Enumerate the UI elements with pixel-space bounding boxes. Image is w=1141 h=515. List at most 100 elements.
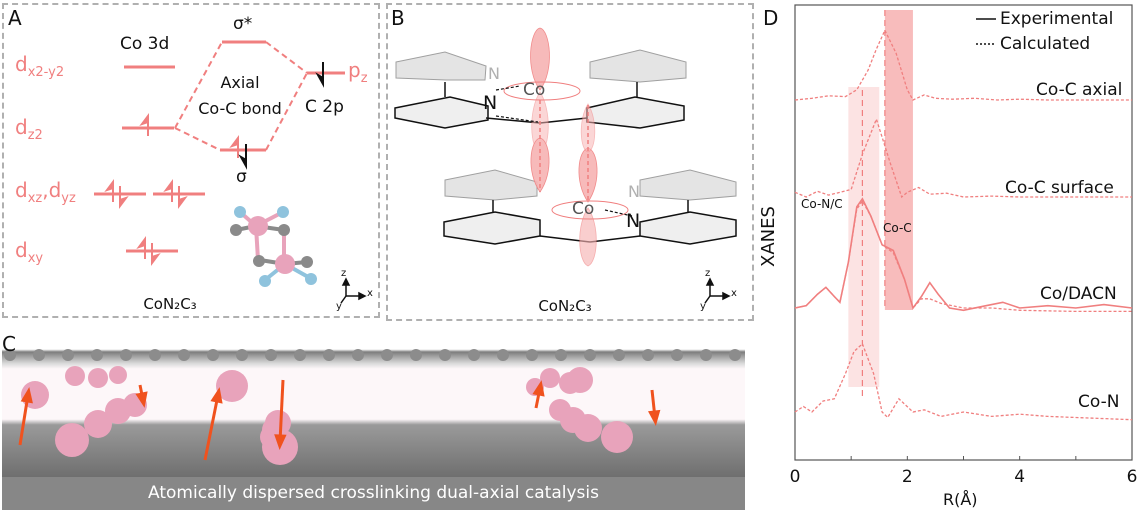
axis-y-label: y [700,301,706,312]
panel-c-label: C [2,332,16,356]
atom-n-top: N [483,92,498,114]
carbon-atom [642,349,654,361]
orbital-structure-diagram [394,27,737,304]
axes-triad-icon [704,277,731,304]
gray-ring [639,169,737,201]
panel-c-atoms [4,349,741,465]
cobalt-atom [88,368,108,388]
n-atom [305,273,317,285]
carbon-atom [207,349,219,361]
atom-co-top: Co [523,80,546,100]
dz2-torus [551,200,629,220]
carbon-atom [700,349,712,361]
orbital-label-dz2: dz2 [15,115,43,143]
c-atom [230,224,242,236]
bond-label-line2: Co-C bond [198,99,282,118]
c-atom [301,256,313,268]
carbon-atom [584,349,596,361]
carbon-atom [352,349,364,361]
axis-x-label: x [731,288,737,299]
atom-n-gray-top: N [488,64,500,83]
c-atom [253,255,265,267]
spin-arrowhead [648,409,661,426]
carbon-atom [497,349,509,361]
co-atom [248,216,268,236]
spin-arrowhead [135,391,148,408]
axis-z-label: z [705,268,711,279]
series-label-co-dacn: Co/DACN [1040,284,1117,304]
series-label-co-c-axial: Co-C axial [1036,80,1123,100]
panel-b-label: B [391,6,405,30]
legend-experimental: Experimental [1000,9,1114,29]
atom-n-gray-bottom: N [628,182,640,201]
carbon-atom [62,349,74,361]
series-label-co-c-surface: Co-C surface [1005,178,1114,198]
cobalt-atom [567,367,593,393]
n-atom [277,206,289,218]
benzene-ring [394,96,489,129]
gray-ring [395,51,487,81]
n-atom [234,206,246,218]
sigma-label: σ [236,167,247,187]
panel-d-label: D [763,6,779,30]
cobalt-atom [601,421,633,453]
x-tick-label: 2 [902,467,913,487]
cobalt-atom [265,410,291,436]
carbon-atom [468,349,480,361]
cobalt-atom [574,414,602,442]
connector [174,41,223,129]
carbon-atom [526,349,538,361]
carbon-atom [381,349,393,361]
chart-xlabel: R(Å) [943,490,978,509]
gray-ring [444,169,538,201]
cobalt-atom [84,410,112,438]
carbon-atom [4,349,16,361]
panel-b-frame [386,3,754,321]
bond-label-line1: Axial [220,73,260,92]
carbon-atom [91,349,103,361]
cobalt-atom [540,368,560,388]
x-tick-label: 4 [1014,467,1025,487]
formula-a: CoN₂C₃ [143,295,197,313]
orbital-label-pz: pz [348,58,368,86]
panel-a-label: A [8,6,22,30]
spin-arrowhead [532,380,545,397]
panel-a-frame [2,3,380,318]
n-atom [259,275,271,287]
electron-pair-dyz [163,179,188,209]
electron-pair-dxz [104,179,129,209]
carbon-atom [555,349,567,361]
x-tick-label: 6 [1127,467,1138,487]
cobalt-atom [65,366,85,386]
series-label-co-n: Co-N [1078,392,1120,412]
connector [265,72,308,151]
cobalt-atom [55,423,89,457]
carbon-atom [729,349,741,361]
cobalt-atom [216,370,248,402]
con2c3-cluster-model [230,206,317,287]
spin-arrow [203,394,220,461]
carbon-atom [613,349,625,361]
orbital-label-dxy: dxy [15,238,44,266]
band-label-co-n-c: Co-N/C [801,197,843,211]
axis-y-label: y [336,301,342,312]
chart-ylabel: XANES [757,206,779,267]
series-line-co-c-axial-calculated [794,28,1132,101]
electron-pair-dxy [136,236,161,266]
connector [265,41,308,74]
formula-b: CoN₂C₃ [538,297,592,315]
axis-z-label: z [341,268,347,279]
carbon-atom [294,349,306,361]
carbon-atom [439,349,451,361]
orbital-lobe [530,27,550,91]
carbon-atom [33,349,45,361]
electron-up-sigma [229,135,239,158]
electron-up-dz2 [139,113,149,136]
spin-arrowhead [274,434,287,451]
sigma-star-label: σ* [233,14,253,34]
gray-ring [589,49,687,83]
connector [174,127,221,151]
mo-diagram [94,40,367,304]
carbon-atom [236,349,248,361]
